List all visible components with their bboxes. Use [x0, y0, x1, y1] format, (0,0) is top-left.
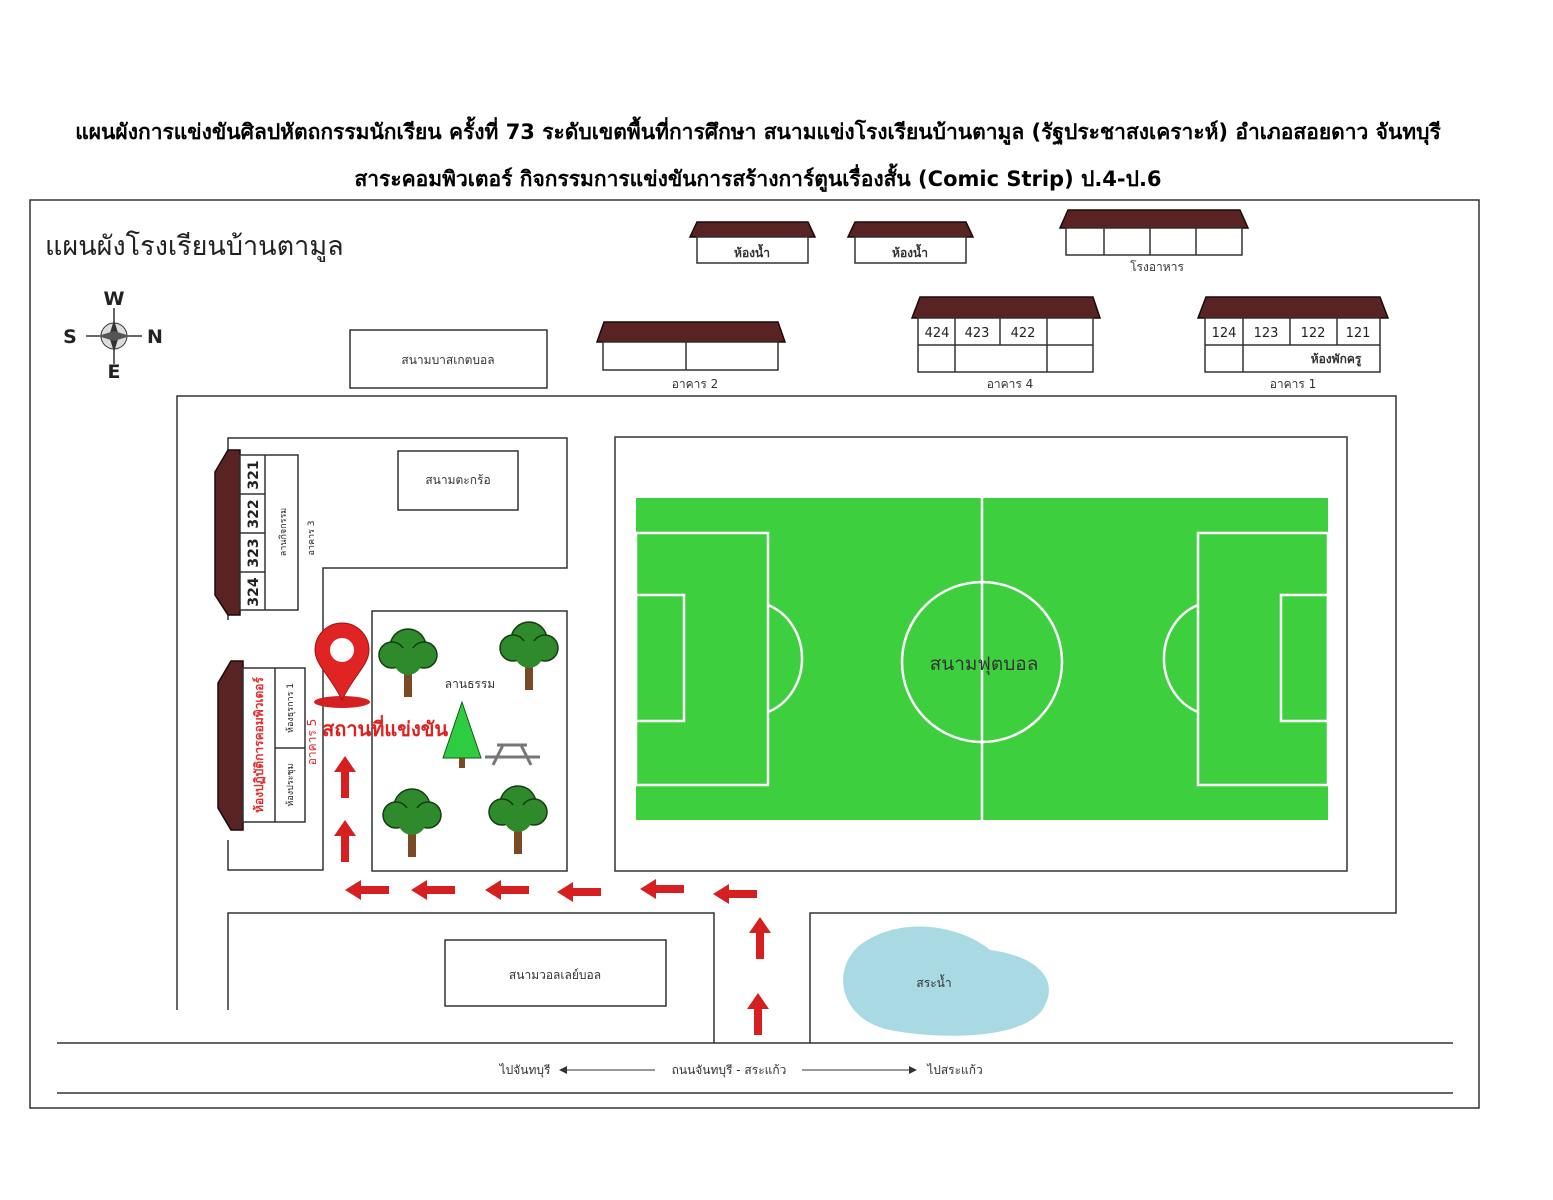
- building-1: 124 123 122 121 ห้องพักครู อาคาร 1: [1196, 296, 1390, 391]
- takraw-label: สนามตะกร้อ: [425, 473, 490, 487]
- map-title: แผนผังโรงเรียนบ้านตามูล: [45, 231, 344, 262]
- building-2-label: อาคาร 2: [672, 377, 719, 391]
- volleyball-court: [444, 939, 667, 1007]
- toilet-1: ห้องน้ำ: [688, 221, 817, 264]
- title-line1: แผนผังการแข่งขันศิลปหัตถกรรมนักเรียน ครั…: [75, 116, 1441, 146]
- room-122: 122: [1301, 326, 1326, 341]
- pine-tree-icon: [442, 700, 482, 768]
- football-field: สนามฟุตบอล: [614, 436, 1348, 872]
- room-424: 424: [925, 326, 950, 341]
- compass-e: E: [108, 361, 121, 383]
- toilet-2-label: ห้องน้ำ: [892, 243, 928, 260]
- room-123: 123: [1254, 326, 1279, 341]
- road-name: ถนนจันทบุรี - สระแก้ว: [672, 1063, 787, 1078]
- toilet-2: ห้องน้ำ: [846, 221, 975, 264]
- road-to-chanthaburi: ไปจันทบุรี: [499, 1063, 551, 1078]
- main-road: ไปจันทบุรี ถนนจันทบุรี - สระแก้ว ไปสระแก…: [499, 1063, 983, 1078]
- building-5-label: อาคาร 5: [305, 719, 319, 766]
- takraw-court: [397, 450, 519, 511]
- room-322: 322: [246, 499, 262, 528]
- room-323: 323: [246, 538, 262, 567]
- picnic-table-icon: [485, 743, 540, 766]
- teacher-room-label: ห้องพักครู: [1311, 352, 1362, 367]
- pond: [843, 926, 1049, 1036]
- canteen: โรงอาหาร: [1058, 209, 1250, 274]
- football-label: สนามฟุตบอล: [930, 653, 1039, 676]
- building-3: 321 322 323 324 ลานกิจกรรม อาคาร 3: [214, 449, 317, 616]
- room-124: 124: [1212, 326, 1237, 341]
- venue-label: สถานที่แข่งขัน: [322, 714, 448, 741]
- office-label: ห้องธุรการ 1: [285, 683, 296, 733]
- basketball-court: [349, 329, 548, 389]
- compass-n: N: [147, 326, 163, 348]
- building-4-label: อาคาร 4: [987, 377, 1034, 391]
- dharma-yard: ลานธรรม: [371, 610, 568, 872]
- room-121: 121: [1346, 326, 1371, 341]
- room-423: 423: [965, 326, 990, 341]
- compass-w: W: [104, 288, 125, 310]
- meeting-room-label: ห้องประชุม: [285, 763, 296, 806]
- compass-s: S: [63, 326, 77, 348]
- room-422: 422: [1011, 326, 1036, 341]
- room-321: 321: [246, 460, 262, 489]
- compass-icon: W S N E: [63, 288, 163, 383]
- building-2: อาคาร 2: [595, 321, 787, 391]
- pond-label: สระน้ำ: [916, 974, 951, 990]
- building-5: ห้องปฏิบัติการคอมพิวเตอร์ ห้องธุรการ 1 ห…: [217, 660, 319, 831]
- computer-lab-label: ห้องปฏิบัติการคอมพิวเตอร์: [252, 677, 266, 813]
- building-1-label: อาคาร 1: [1270, 377, 1317, 391]
- dharma-yard-label: ลานธรรม: [445, 677, 495, 691]
- room-324: 324: [246, 577, 262, 606]
- title-line2: สาระคอมพิวเตอร์ กิจกรรมการแข่งขันการสร้า…: [354, 163, 1161, 193]
- road-to-sa-kaeo: ไปสระแก้ว: [926, 1063, 983, 1077]
- toilet-1-label: ห้องน้ำ: [734, 243, 770, 260]
- building-3-label: อาคาร 3: [307, 521, 317, 556]
- location-pin-icon: [314, 622, 370, 708]
- volleyball-label: สนามวอลเลย์บอล: [509, 968, 601, 982]
- canteen-label: โรงอาหาร: [1130, 260, 1184, 274]
- building-4: 424 423 422 อาคาร 4: [910, 296, 1102, 391]
- campus-paths: [57, 395, 1453, 1094]
- basketball-label: สนามบาสเกตบอล: [401, 353, 494, 367]
- activity-area-label: ลานกิจกรรม: [278, 508, 289, 557]
